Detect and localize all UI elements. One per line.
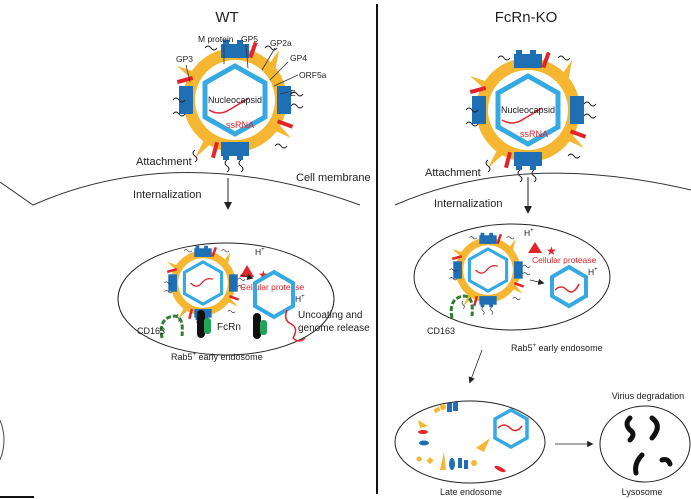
late-endosome-label: Late endosome [440, 487, 502, 497]
ko-early-endosome-label: Rab5+ early endosome [511, 343, 603, 353]
ko-cell-membrane [394, 172, 691, 206]
wt-early-endosome [117, 242, 335, 356]
wt-cd163-label: CD163 [137, 326, 165, 336]
wt-panel: WT Nucleocapsid ssRNA M protein GP5 GP2a… [0, 9, 371, 498]
ko-nucleocapsid-label: Nucleocapsid [501, 105, 555, 115]
wt-cd163-receptor [159, 314, 184, 339]
lysosome-label: Lysosome [622, 487, 663, 497]
ko-protease-star-icon: ★ [546, 244, 557, 258]
wt-ssrna-label: ssRNA [226, 120, 254, 130]
ko-cellular-protease-label: Cellular protease [532, 255, 597, 265]
uncoating-label-1: Uncoating and [298, 310, 363, 321]
partial-lysosome-outline [0, 419, 5, 461]
ko-internalization-label: Internalization [434, 198, 503, 210]
uncoating-arrow [239, 273, 254, 280]
fcrn-label: FcRn [217, 322, 241, 333]
ko-cd163-label: CD163 [427, 326, 455, 336]
fcrn-receptor-1 [197, 310, 211, 338]
ko-virion [466, 50, 596, 182]
wt-virion [173, 40, 303, 172]
ko-title: FcRn-KO [495, 9, 558, 26]
orf5a-label: ORF5a [299, 70, 327, 80]
ssrna-strand [208, 97, 250, 114]
uncoating-label-2: genome release [298, 323, 370, 334]
h-plus: H [255, 247, 261, 257]
wt-internalization-label: Internalization [133, 189, 202, 201]
late-endosome-nucleocapsid [493, 407, 529, 450]
e-label: E [290, 88, 296, 98]
svg-text:H+: H+ [295, 294, 305, 304]
ko-protease-triangle-icon [528, 242, 542, 253]
virus-degradation-label: Virius degradation [612, 391, 684, 401]
svg-text:H+: H+ [524, 228, 534, 238]
ko-released-nucleocapsid [550, 264, 588, 309]
ko-early-endosome [413, 223, 611, 331]
released-genome [284, 309, 306, 342]
svg-text:H+: H+ [588, 267, 598, 277]
ko-endosome-virion [450, 233, 531, 315]
ko-uncoating-arrow [529, 278, 545, 286]
degraded-genome-fragments [624, 415, 673, 476]
degraded-fragments [416, 402, 506, 473]
wt-released-nucleocapsid [253, 269, 295, 320]
gp2a-label: GP2a [270, 38, 292, 48]
wt-attachment-label: Attachment [136, 156, 192, 168]
wt-endosome-virion [165, 246, 246, 328]
ko-cd163-receptor [449, 294, 474, 319]
cell-membrane-label: Cell membrane [296, 172, 371, 184]
wt-title: WT [215, 9, 238, 26]
gp4-label: GP4 [290, 53, 307, 63]
lysosome [599, 405, 691, 483]
to-late-endosome-arrow [468, 349, 483, 384]
wt-nucleocapsid-label: Nucleocapsid [208, 95, 262, 105]
gp3-label: GP3 [176, 54, 193, 64]
wt-early-endosome-label: Rab5+ early endosome [171, 352, 263, 362]
gp5-label: GP5 [241, 34, 258, 44]
m-protein-label: M protein [198, 34, 234, 44]
ko-ssrna-label: ssRNA [520, 129, 548, 139]
fcrn-receptor-2 [253, 313, 267, 339]
protease-star-icon: ★ [258, 268, 269, 282]
wt-cellular-protease-label: Cellular protease [240, 282, 305, 292]
wt-cell-membrane [0, 172, 361, 206]
ko-panel: FcRn-KO Nucleocapsid ssRNA Attachment In… [394, 9, 691, 497]
late-endosome [394, 400, 546, 484]
svg-text:H+: H+ [255, 247, 265, 257]
ko-attachment-label: Attachment [425, 167, 481, 179]
